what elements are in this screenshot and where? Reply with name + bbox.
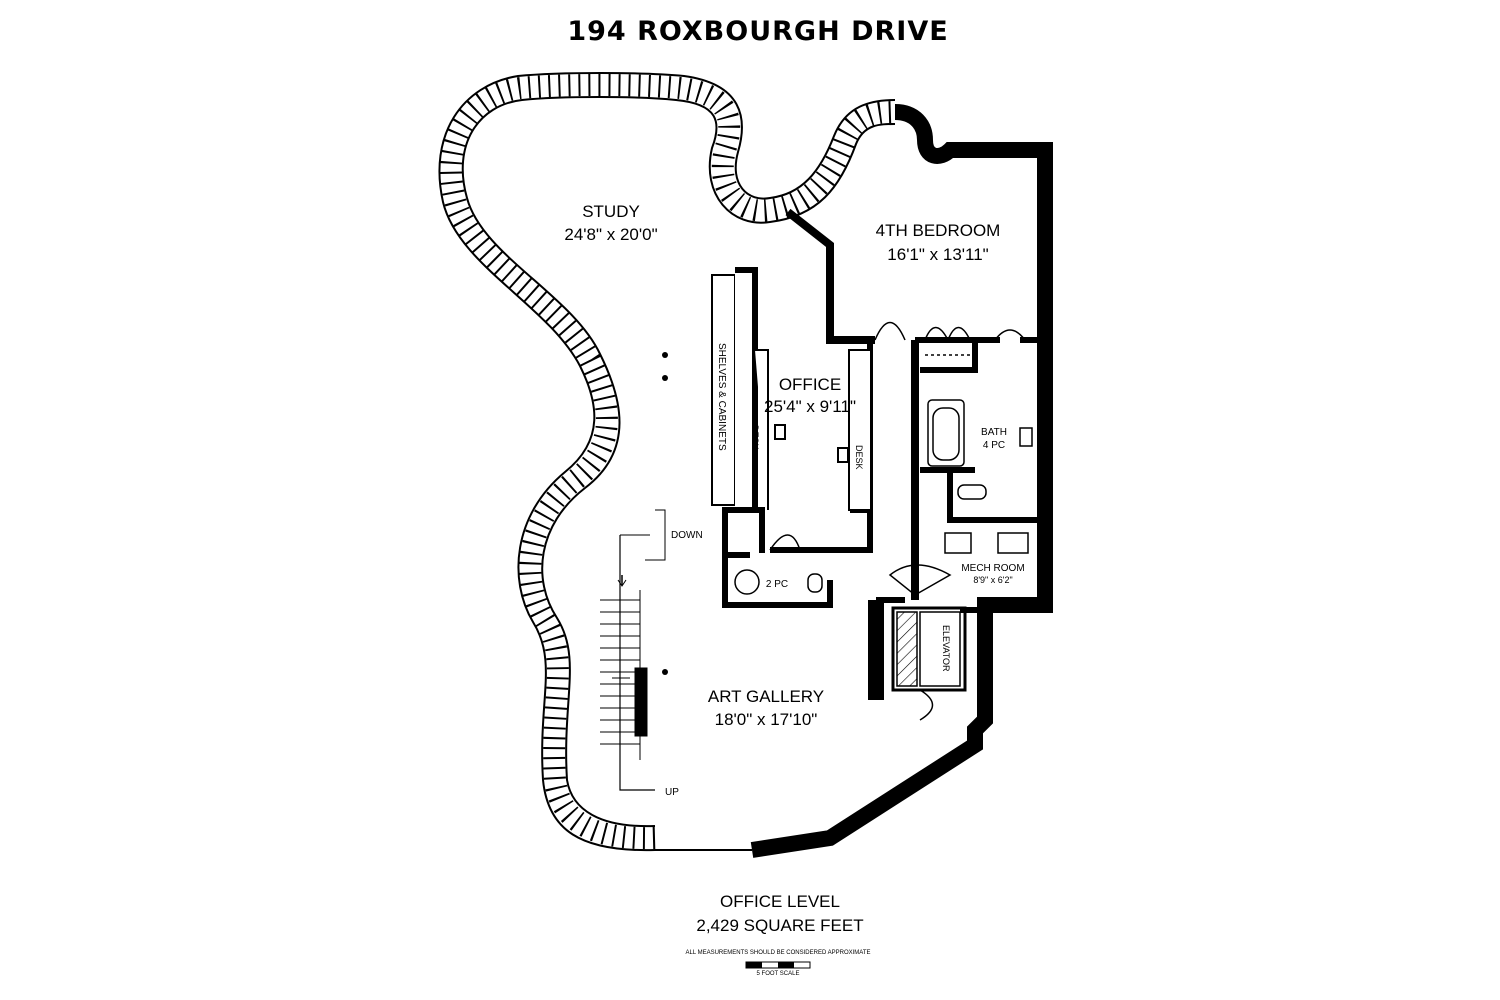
bath-fixtures [734,399,1033,595]
curved-window-wall [438,72,896,852]
desk-right-label: DESK [854,445,864,470]
stair-down-label: DOWN [671,530,703,541]
office-dims: 25'4" x 9'11" [764,397,856,416]
scale-label: 5 FOOT SCALE [757,971,800,977]
study-label: STUDY [582,202,640,221]
study-dims: 24'8" x 20'0" [564,225,657,244]
powder-room-label: 2 PC [766,579,788,590]
bedroom-label: 4TH BEDROOM [876,221,1001,240]
office-label: OFFICE [779,375,841,394]
area-label: 2,429 SQUARE FEET [696,916,863,935]
elevator [891,606,967,692]
plan-title: 194 ROXBOURGH DRIVE [567,16,948,47]
staircase [600,509,666,791]
stair-up-label: UP [665,787,679,798]
gallery-dims: 18'0" x 17'10" [715,710,818,729]
level-label: OFFICE LEVEL [720,892,840,911]
bath-label: BATH [981,427,1007,438]
elevator-label: ELEVATOR [941,625,951,672]
shelves-label: SHELVES & CABINETS [716,343,727,451]
mech-room-label: MECH ROOM [961,563,1024,574]
bath-sub: 4 PC [983,440,1005,451]
door-swings [769,321,1026,721]
bedroom-dims: 16'1" x 13'11" [887,245,988,264]
desk-left-label: DESK [750,425,760,450]
mech-room-dims: 8'9" x 6'2" [973,575,1012,585]
scale-bar [745,961,811,969]
interior-walls [722,208,1045,608]
ceiling-markers [662,352,668,675]
office-furniture [711,267,872,553]
disclaimer: ALL MEASUREMENTS SHOULD BE CONSIDERED AP… [685,950,870,956]
gallery-label: ART GALLERY [708,687,824,706]
